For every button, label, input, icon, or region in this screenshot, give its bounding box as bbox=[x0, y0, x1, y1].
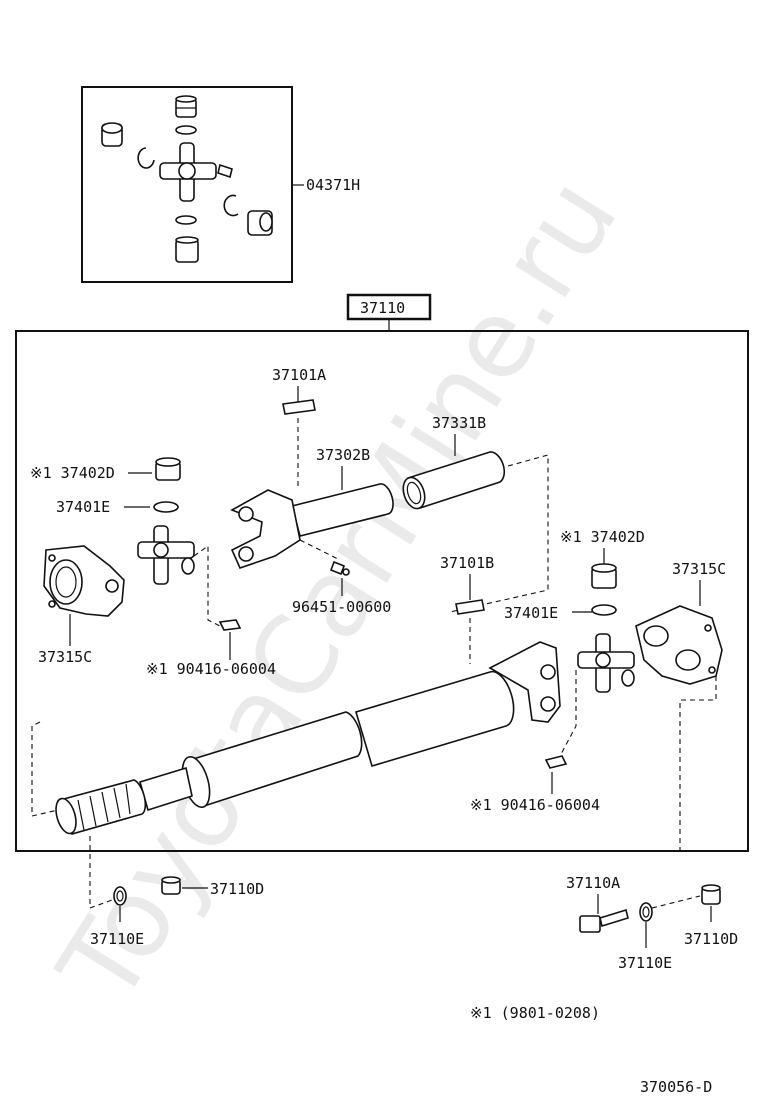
bearing-cup-bottom bbox=[175, 236, 199, 263]
grease-nipple-96451 bbox=[329, 560, 350, 576]
main-propeller-tube bbox=[55, 641, 561, 835]
snap-ring-right bbox=[223, 194, 239, 217]
flange-yoke-37315C-left bbox=[43, 545, 125, 617]
label-37315C-right[interactable]: 37315C bbox=[672, 560, 726, 578]
label-37110E-left[interactable]: 37110E bbox=[90, 930, 144, 948]
grease-fitting bbox=[217, 163, 233, 179]
bearing-cup-37402D-left bbox=[155, 457, 181, 481]
spider-cross bbox=[159, 142, 217, 202]
boot-37331B bbox=[402, 451, 506, 510]
balance-weight-37101B bbox=[455, 599, 485, 615]
label-96451[interactable]: 96451-00600 bbox=[292, 598, 391, 616]
snap-ring-37401E-left bbox=[153, 501, 179, 513]
nut-37110D-right bbox=[701, 884, 721, 905]
label-37101A[interactable]: 37101A bbox=[272, 366, 326, 384]
assembly-frame bbox=[15, 330, 749, 852]
inset-part-label[interactable]: 04371H bbox=[306, 176, 360, 194]
snap-ring-top bbox=[175, 125, 197, 135]
label-37402D-right[interactable]: ※1 37402D bbox=[560, 528, 645, 546]
label-37101B[interactable]: 37101B bbox=[440, 554, 494, 572]
label-37110D-left[interactable]: 37110D bbox=[210, 880, 264, 898]
bearing-cup-top bbox=[175, 95, 197, 118]
spider-left bbox=[137, 525, 195, 585]
label-37402D-left[interactable]: ※1 37402D bbox=[30, 464, 115, 482]
grease-fitting-90416-right bbox=[544, 755, 568, 769]
label-37110A[interactable]: 37110A bbox=[566, 874, 620, 892]
balance-weight-37101A bbox=[282, 399, 316, 415]
label-37401E-right[interactable]: 37401E bbox=[504, 604, 558, 622]
label-37401E-left[interactable]: 37401E bbox=[56, 498, 110, 516]
assembly-number[interactable]: 37110 bbox=[360, 299, 405, 317]
spider-kit-inset bbox=[81, 86, 304, 283]
figure-code: 370056-D bbox=[640, 1078, 712, 1096]
washer-37110E-right bbox=[639, 902, 653, 922]
snap-ring-37401E-right bbox=[591, 604, 617, 616]
nut-37110D-left bbox=[161, 876, 181, 895]
bearing-cup-right bbox=[247, 210, 273, 236]
label-37110D-right[interactable]: 37110D bbox=[684, 930, 738, 948]
label-37302B[interactable]: 37302B bbox=[316, 446, 370, 464]
label-90416-left[interactable]: ※1 90416-06004 bbox=[146, 660, 276, 678]
washer-37110E-left bbox=[113, 886, 127, 906]
snap-ring-left bbox=[137, 147, 155, 169]
label-90416-right[interactable]: ※1 90416-06004 bbox=[470, 796, 600, 814]
bolt-37110A bbox=[579, 908, 629, 933]
label-37110E-right[interactable]: 37110E bbox=[618, 954, 672, 972]
label-37331B[interactable]: 37331B bbox=[432, 414, 486, 432]
sleeve-yoke-37302B bbox=[230, 483, 394, 569]
grease-fitting-90416-left bbox=[218, 619, 242, 631]
applicability-note: ※1 (9801-0208) bbox=[470, 1004, 600, 1022]
bearing-cup-37402D-right bbox=[591, 563, 617, 589]
spider-right bbox=[577, 633, 635, 693]
bearing-cup-left bbox=[101, 122, 123, 147]
flange-yoke-37315C-right bbox=[635, 605, 723, 685]
label-37315C-left[interactable]: 37315C bbox=[38, 648, 92, 666]
snap-ring-bottom bbox=[175, 215, 197, 225]
